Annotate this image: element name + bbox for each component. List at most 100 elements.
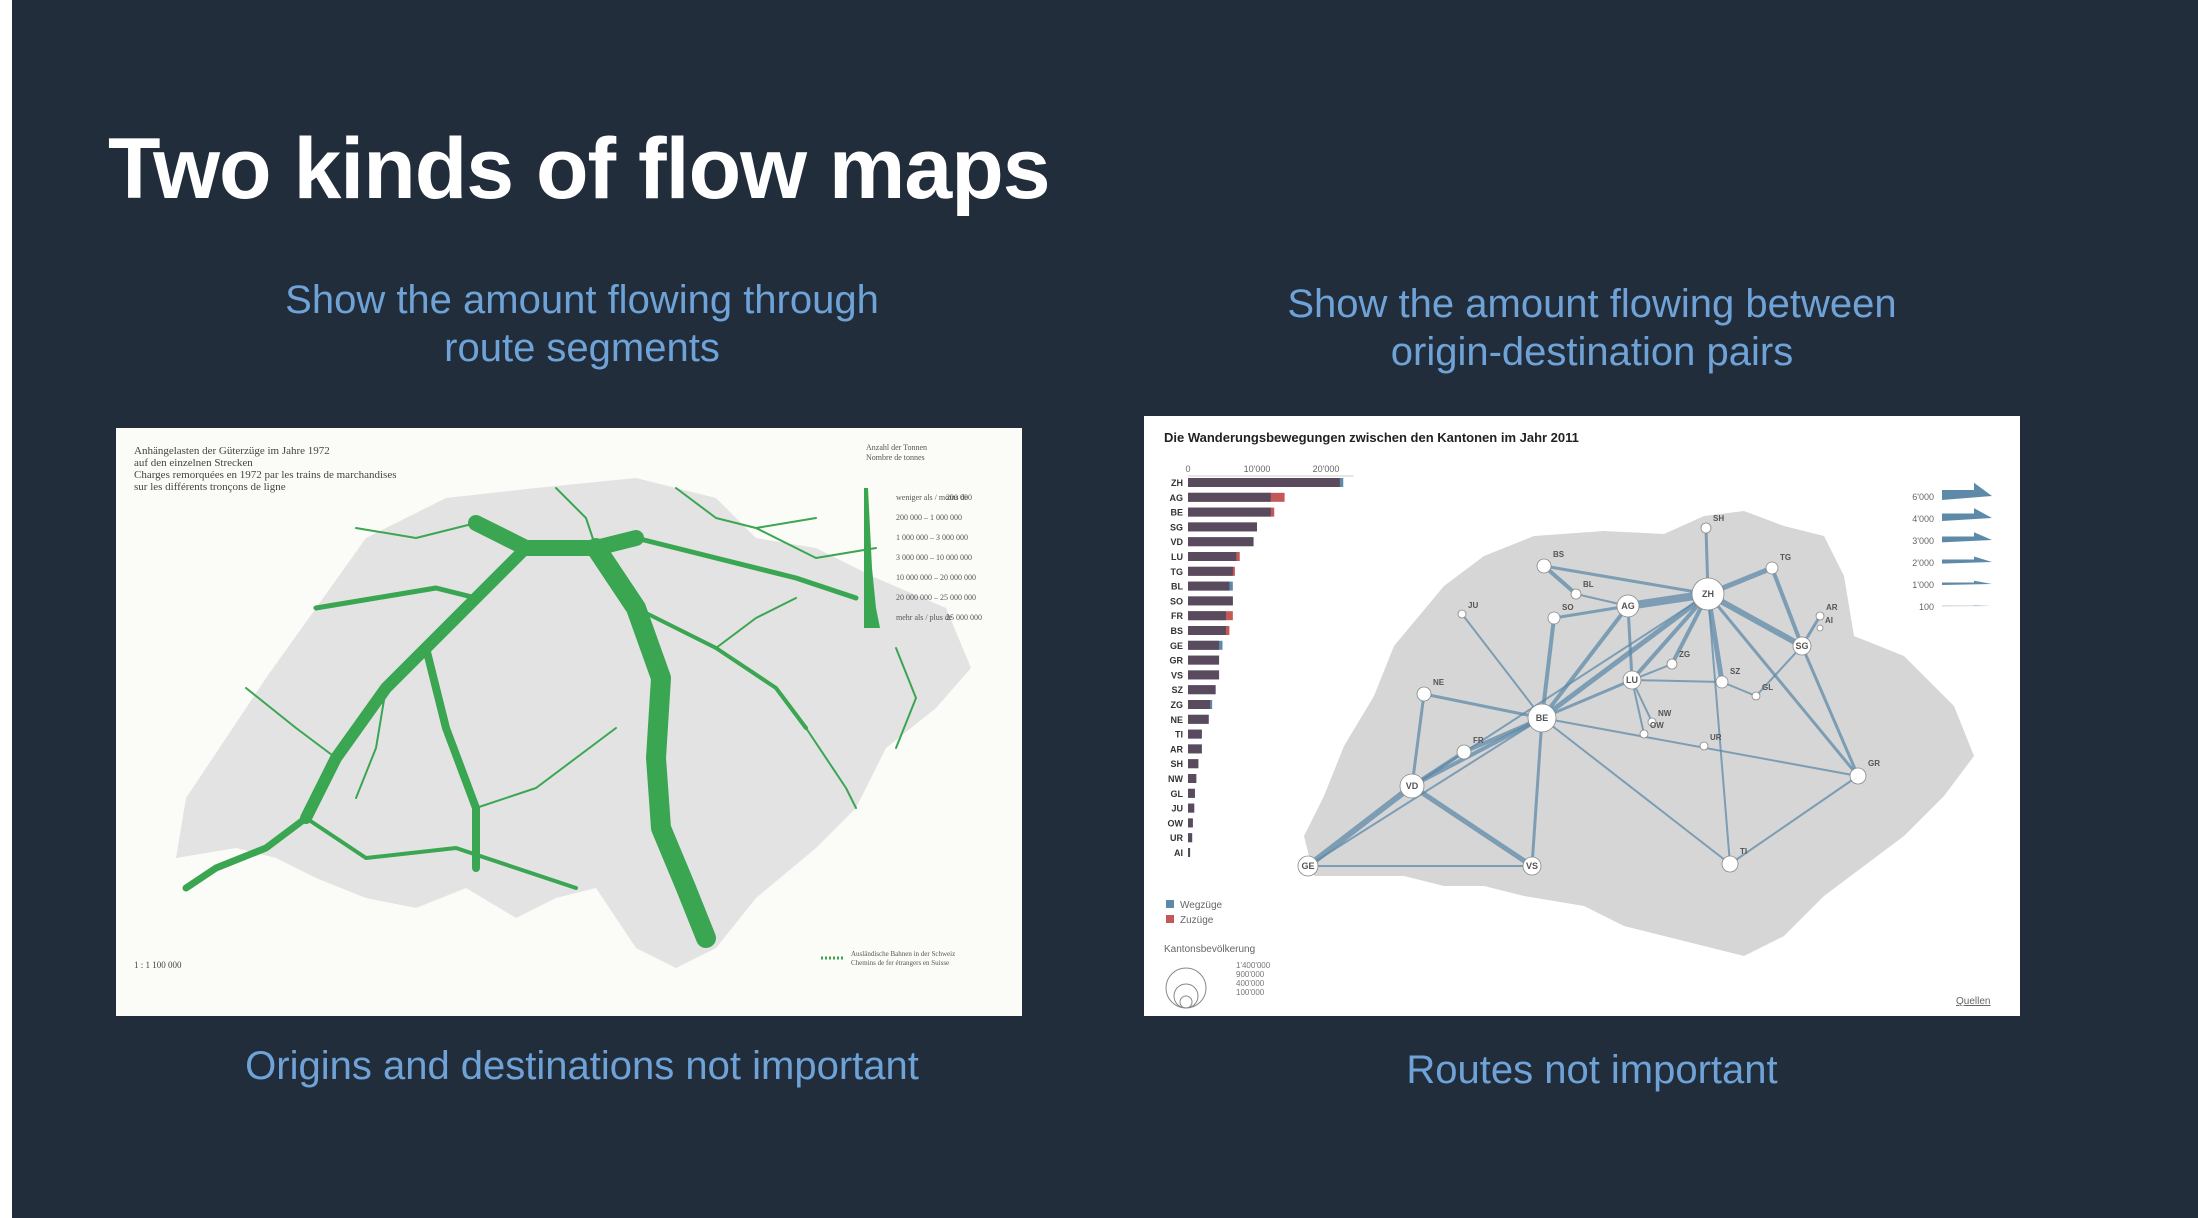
legend-zuzuege-label: Zuzüge [1180, 915, 1214, 926]
od-flow-line [1305, 783, 1415, 869]
od-map-title: Die Wanderungsbewegungen zwischen den Ka… [1164, 430, 1579, 445]
right-subtitle: Show the amount flowing between origin-d… [1192, 280, 1992, 376]
slide: Two kinds of flow maps Show the amount f… [12, 0, 2198, 1218]
right-subtitle-line1: Show the amount flowing between [1287, 282, 1897, 326]
arrow-legend-glyph [1942, 580, 1992, 585]
od-canton-label: AG [1621, 601, 1635, 611]
bar-category-label: GR [1170, 656, 1184, 666]
bar-category-label: TG [1171, 567, 1184, 577]
bar-category-label: AI [1174, 848, 1183, 858]
od-flow-line [1542, 564, 1710, 596]
bar-wegzuege [1188, 611, 1226, 621]
od-flow-line [1540, 604, 1630, 720]
route-thin-6 [475, 727, 617, 809]
od-flow-line [1461, 613, 1543, 719]
od-canton-label: ZG [1679, 650, 1690, 659]
od-canton-label: GR [1868, 759, 1880, 768]
od-canton-label: SO [1562, 603, 1574, 612]
right-caption: Routes not important [1406, 1048, 1778, 1092]
od-canton-node [1721, 855, 1739, 873]
route-thin-1 [355, 522, 477, 539]
sources-link[interactable]: Quellen [1956, 996, 1990, 1007]
bar-wegzuege [1188, 714, 1209, 724]
od-flow-line [1770, 566, 1804, 648]
od-canton-node [1691, 577, 1725, 611]
od-flow-line [1540, 678, 1634, 720]
right-subtitle-line2: origin-destination pairs [1390, 330, 1794, 374]
od-canton-label: SG [1795, 641, 1808, 651]
od-canton-label: GL [1762, 683, 1773, 692]
population-value-1: 1'400'000 [1236, 961, 1271, 970]
route-lotschberg [422, 644, 480, 872]
left-subtitle-line1: Show the amount flowing through [285, 278, 879, 322]
bar-wegzuege [1188, 566, 1233, 576]
bar-wegzuege [1188, 537, 1254, 547]
footnote-line1: Ausländische Bahnen in der Schweiz [851, 950, 955, 958]
population-value-3: 400'000 [1236, 979, 1265, 988]
bar-wegzuege [1188, 581, 1230, 591]
bar-wegzuege [1188, 685, 1216, 695]
bar-wegzuege [1188, 626, 1226, 635]
route-thin-7 [355, 687, 387, 799]
od-flow-line [1626, 604, 1634, 682]
od-flow-line [1541, 717, 1731, 865]
bar-category-label: BE [1170, 508, 1183, 518]
route-thin-4 [245, 687, 337, 759]
od-canton-node [1765, 561, 1779, 575]
arrow-legend-label: 3'000 [1912, 536, 1934, 546]
od-flow-map: Die Wanderungsbewegungen zwischen den Ka… [1144, 416, 2020, 1016]
od-canton-label: UR [1710, 733, 1722, 742]
od-canton-label: NW [1658, 709, 1672, 718]
od-canton-node [1522, 856, 1542, 876]
route-north-main [468, 515, 644, 556]
population-values: 1'400'000 900'000 400'000 100'000 [1236, 961, 1271, 997]
od-canton-node [1297, 855, 1319, 877]
arrow-legend-label: 4'000 [1912, 514, 1934, 524]
route-thin-8 [715, 597, 797, 649]
route-flow-map: Anhängelasten der Güterzüge im Jahre 197… [116, 428, 1022, 1016]
od-flow-line [1409, 783, 1535, 869]
od-canton-label: ZH [1702, 589, 1714, 599]
od-flow-lines [1305, 526, 1860, 869]
bar-wegzuege [1188, 552, 1237, 561]
bar-wegzuege [1188, 507, 1271, 517]
od-flow-line [1630, 592, 1710, 682]
arrow-legend-label: 1'000 [1912, 580, 1934, 590]
bar-wegzuege [1188, 848, 1191, 857]
od-flow-line [1705, 591, 1805, 649]
od-canton-node [1816, 624, 1824, 632]
legend-row-1: weniger als / moins de [896, 493, 968, 502]
od-flow-line [1706, 592, 1860, 778]
legend-row-1-value: 200 000 [946, 493, 972, 502]
bar-wegzuege [1188, 774, 1197, 783]
slide-title: Two kinds of flow maps [108, 121, 1051, 217]
od-canton-label: LU [1626, 675, 1638, 685]
bar-category-label: AG [1170, 493, 1184, 503]
od-canton-label: BE [1536, 713, 1549, 723]
legend-title-line2: Nombre de tonnes [866, 453, 925, 462]
od-canton-label: BS [1553, 550, 1565, 559]
bar-wegzuege [1188, 759, 1199, 769]
legend-row-3: 1 000 000 – 3 000 000 [896, 533, 968, 542]
route-network [182, 487, 917, 948]
left-subtitle-line2: route segments [444, 326, 720, 370]
od-canton-label: BL [1583, 580, 1594, 589]
bar-category-label: LU [1171, 552, 1183, 562]
bar-wegzuege [1188, 522, 1257, 532]
bar-wegzuege [1188, 729, 1202, 739]
arrow-legend-glyph [1942, 482, 1992, 500]
od-canton-label: AR [1826, 603, 1838, 612]
route-map-legend: Anzahl der Tonnen Nombre de tonnes wenig… [866, 443, 982, 622]
od-canton-label: NE [1433, 678, 1445, 687]
route-flow-map-graphic: Anhängelasten der Güterzüge im Jahre 197… [134, 443, 982, 970]
route-map-title-line2: auf den einzelnen Strecken [134, 457, 253, 469]
od-canton-label: VS [1526, 861, 1538, 871]
od-canton-node [1666, 658, 1678, 670]
route-map-title-line1: Anhängelasten der Güterzüge im Jahre 197… [134, 445, 330, 457]
bar-wegzuege [1188, 744, 1202, 754]
od-canton-node [1456, 744, 1472, 760]
route-west [182, 814, 310, 892]
od-canton-node [1527, 703, 1557, 733]
bar-wegzuege [1188, 640, 1220, 650]
